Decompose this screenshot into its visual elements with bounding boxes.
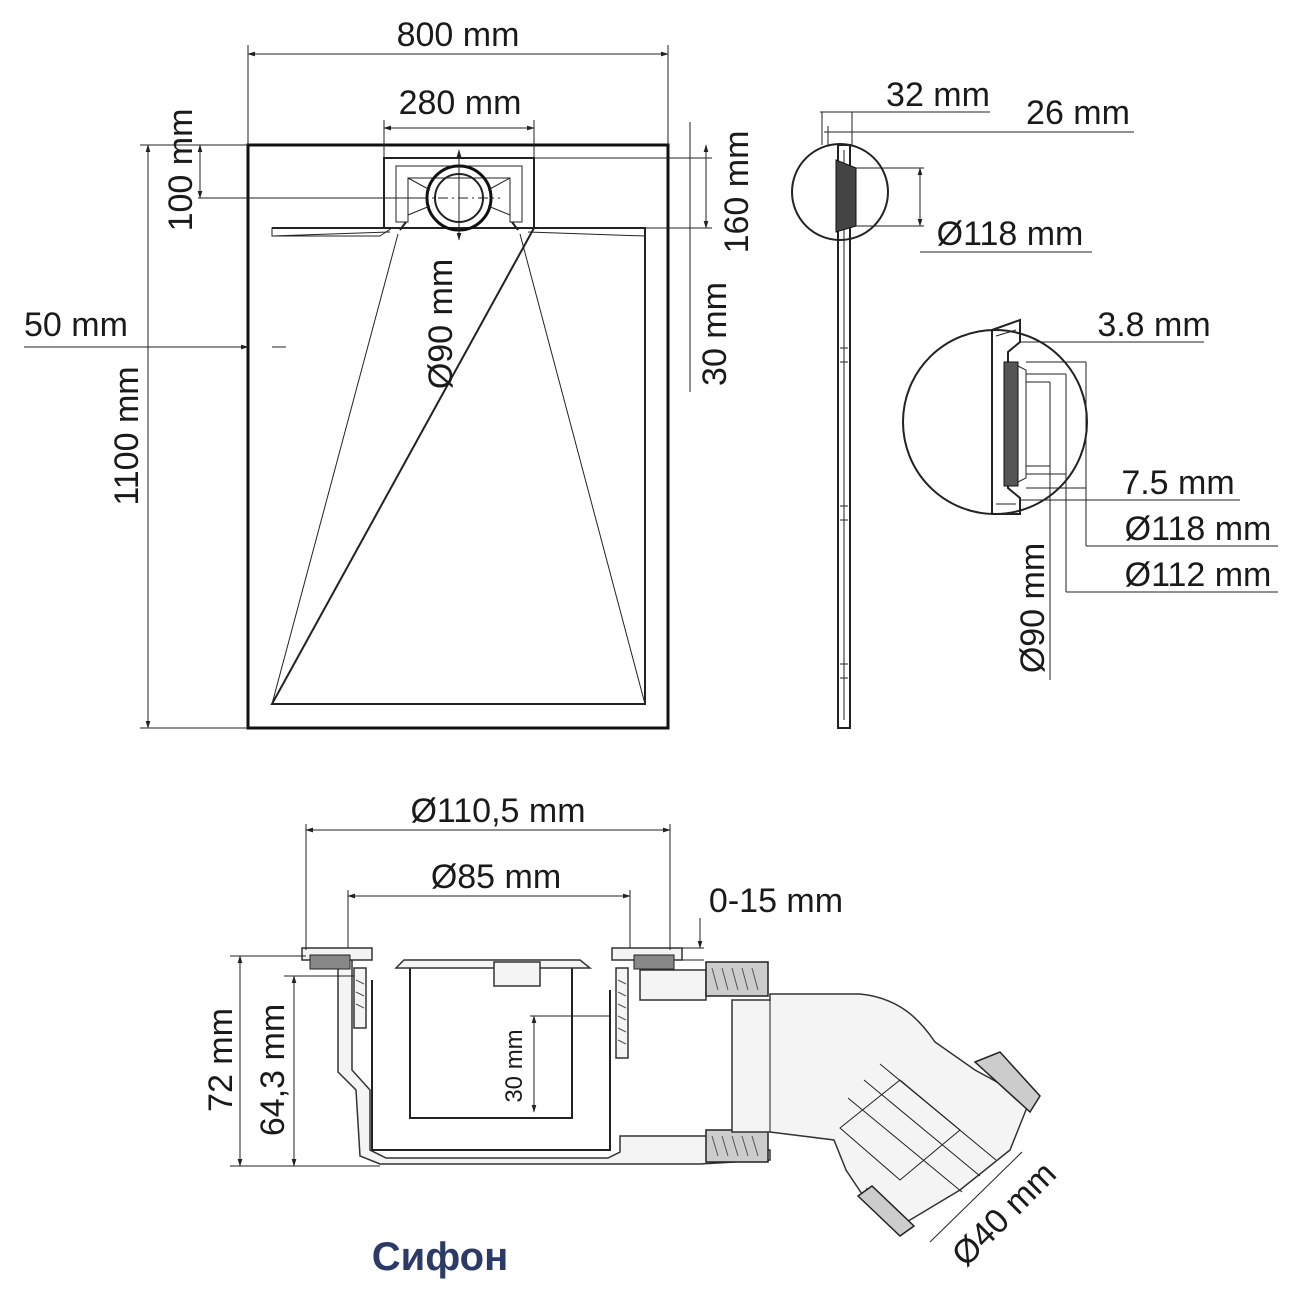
drain-diameter-label: Ø90 mm — [422, 259, 460, 389]
siphon-title: Сифон — [372, 1235, 509, 1279]
outlet-nut-bottom — [705, 1129, 769, 1163]
drain-offset-label: 100 mm — [162, 109, 200, 232]
drain-width-label: 280 mm — [399, 84, 522, 122]
flange-label: 7.5 mm — [1121, 464, 1234, 502]
width-label: 800 mm — [397, 16, 520, 54]
water-seal-label: 30 mm — [501, 1029, 528, 1102]
outlet-nut — [856, 1051, 1041, 1237]
tray-outline — [246, 143, 670, 730]
detail-circle — [902, 329, 1088, 515]
inner-thickness-label: 26 mm — [1026, 94, 1130, 132]
outlet-elbow — [731, 993, 1031, 1227]
siphon-outer-diameter-label: Ø110,5 mm — [410, 792, 585, 830]
rim-label: 3.8 mm — [1097, 306, 1210, 344]
outlet-nut-top — [705, 961, 769, 997]
outer-diameter-label: Ø118 mm — [1125, 510, 1272, 548]
tray-basin — [271, 227, 394, 237]
side-drain-diameter-label: Ø118 mm — [937, 215, 1084, 253]
thickness-label: 32 mm — [886, 76, 990, 114]
siphon-height-label: 72 mm — [202, 1008, 240, 1112]
detail-view: 3.8 mm 7.5 mm Ø118 mm Ø112 mm Ø90 mm — [902, 306, 1278, 680]
slope-depth-label: 30 mm — [696, 282, 734, 386]
adjust-label: 0-15 mm — [709, 882, 843, 920]
outlet-pipe — [639, 969, 707, 1001]
siphon-cup — [409, 968, 573, 1119]
mid-diameter-label: Ø112 mm — [1125, 556, 1272, 594]
detail-profile — [991, 318, 1021, 515]
drain-depth-label: 160 mm — [718, 131, 756, 254]
top-view: 800 mm 280 mm 100 mm 160 mm 30 mm 1100 m… — [24, 16, 756, 730]
siphon-section: Ø110,5 mm Ø85 mm 0-15 mm 72 mm 64,3 mm 3… — [202, 792, 1064, 1279]
inner-diameter-label: Ø90 mm — [1014, 543, 1052, 673]
border-label: 50 mm — [24, 306, 128, 344]
side-detail-circle — [791, 143, 889, 241]
slope-lines — [271, 231, 646, 705]
siphon-bowl — [371, 980, 611, 1151]
siphon-inner-height-label: 64,3 mm — [254, 1004, 292, 1136]
side-view: 32 mm 26 mm Ø118 mm — [791, 76, 1134, 729]
siphon-inner-diameter-label: Ø85 mm — [431, 858, 561, 896]
length-label: 1100 mm — [108, 366, 146, 505]
